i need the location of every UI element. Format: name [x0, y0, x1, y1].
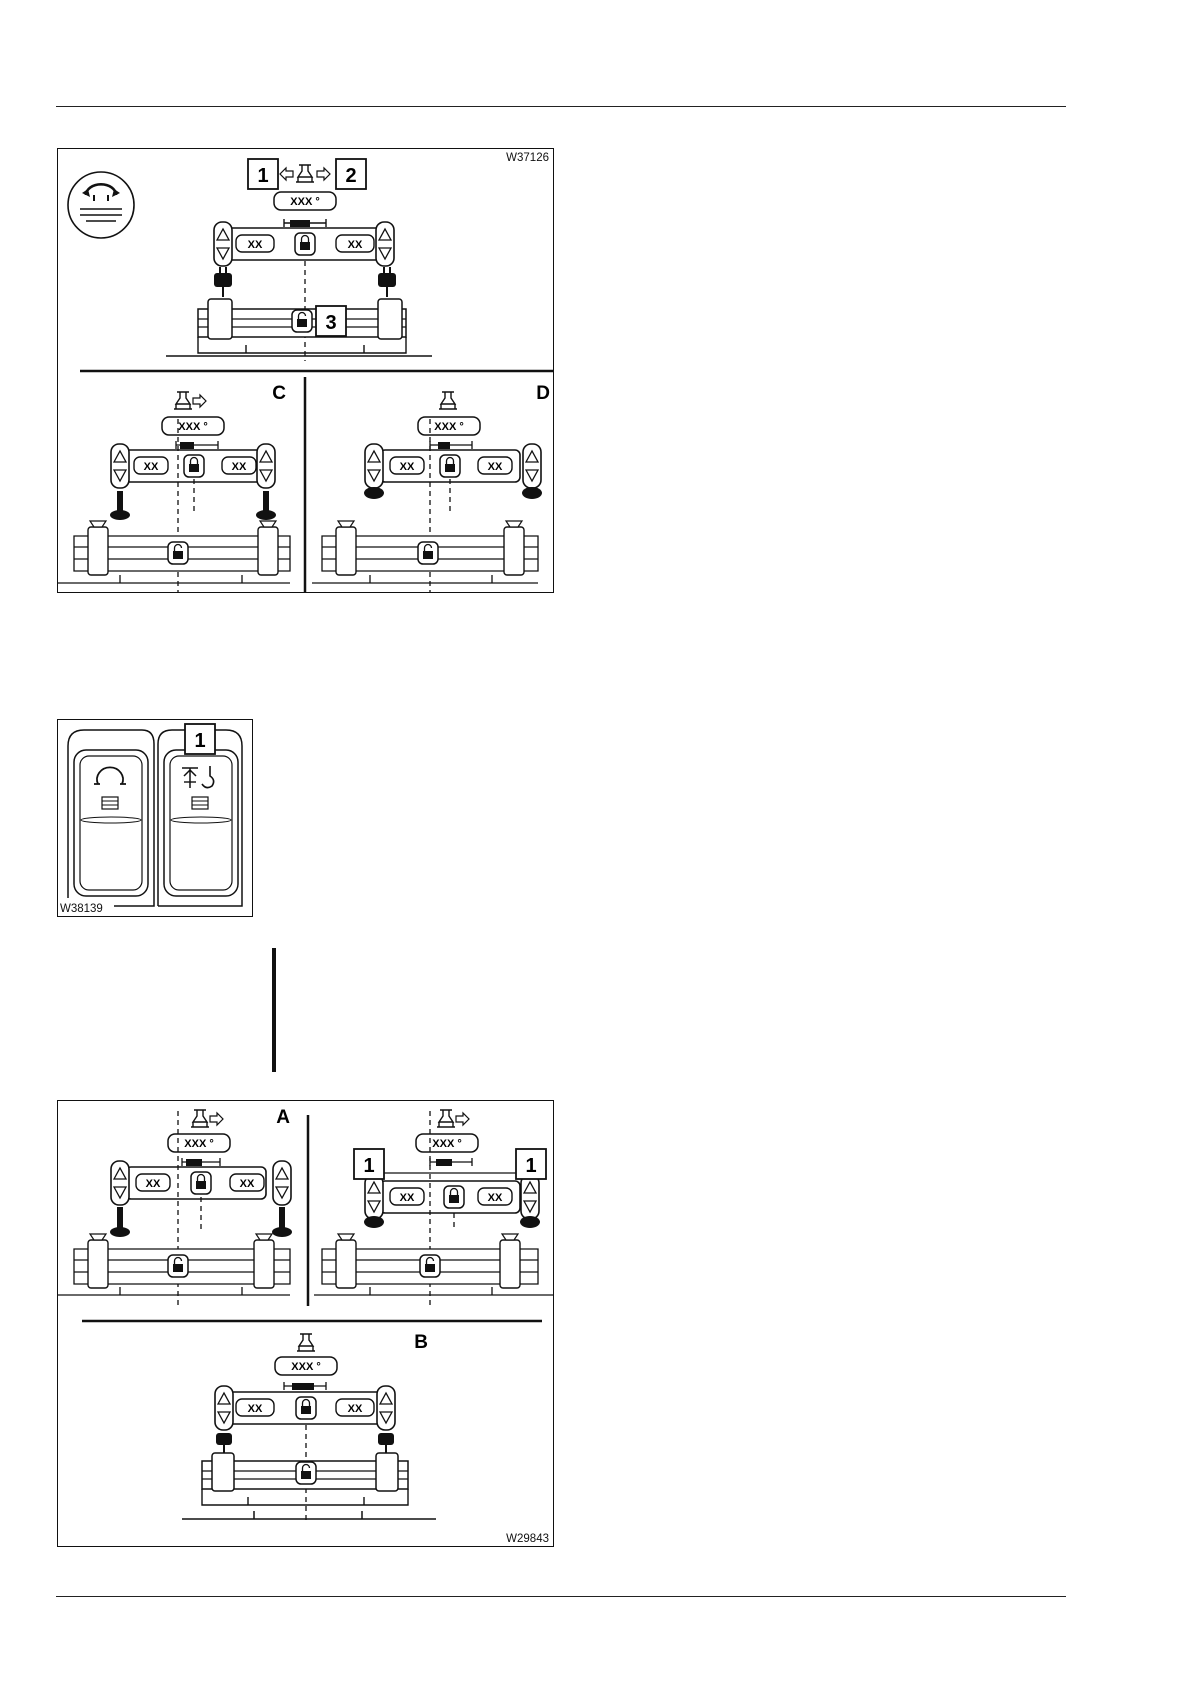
arrow-left-icon: [280, 168, 293, 180]
svg-text:XX: XX: [248, 1403, 263, 1415]
svg-text:D: D: [536, 383, 550, 404]
unlock-icon: [292, 310, 312, 332]
hoist-button[interactable]: [164, 750, 238, 896]
lock-icon: [295, 233, 315, 255]
svg-text:XX: XX: [488, 461, 503, 473]
list-icon: [192, 797, 208, 809]
crane-hook-icon: [174, 392, 192, 409]
panel-a: A XXX ° XX XX: [58, 1107, 292, 1307]
svg-text:C: C: [272, 383, 286, 404]
callout-1: 1: [248, 159, 278, 189]
svg-text:XX: XX: [400, 461, 415, 473]
figure-code: W38139: [60, 903, 103, 915]
figure-code: W37126: [506, 152, 549, 164]
slewing-angle-field: XXX °: [274, 192, 336, 210]
svg-text:XXX °: XXX °: [178, 421, 207, 433]
svg-text:XX: XX: [488, 1192, 503, 1204]
figure-control-buttons: 1 W38139: [57, 719, 253, 917]
svg-text:XXX °: XXX °: [290, 196, 319, 208]
callout-2: 2: [336, 159, 366, 189]
figure-control-buttons-drawing: 1: [58, 720, 252, 916]
svg-text:XX: XX: [144, 461, 159, 473]
slewing-gear-icon: [68, 172, 134, 238]
figure-slewing-sequence: A XXX ° XX XX: [57, 1100, 554, 1547]
svg-text:XX: XX: [232, 461, 247, 473]
figure-code: W29843: [506, 1533, 549, 1545]
svg-text:XXX °: XXX °: [432, 1138, 461, 1150]
svg-text:B: B: [414, 1332, 428, 1353]
crane-hook-icon: [297, 1334, 315, 1351]
svg-text:XXX °: XXX °: [184, 1138, 213, 1150]
change-bar: [272, 948, 276, 1072]
crane-hook-icon: [439, 392, 457, 409]
svg-text:A: A: [276, 1107, 290, 1128]
svg-text:3: 3: [325, 312, 336, 334]
svg-text:XXX °: XXX °: [434, 421, 463, 433]
arrow-right-icon: [317, 168, 330, 180]
up-down-arrows-icon: [376, 222, 394, 266]
crane-hook-icon: [296, 165, 314, 182]
list-icon: [102, 797, 118, 809]
svg-text:XX: XX: [400, 1192, 415, 1204]
svg-text:XX: XX: [348, 1403, 363, 1415]
panel-c: C XXX ° XX XX: [58, 383, 290, 592]
footer-rule: [56, 1596, 1066, 1597]
callout-3: 3: [316, 306, 346, 336]
panel-d: D XXX ° XX XX: [312, 383, 550, 592]
crane-hook-icon: [191, 1110, 209, 1127]
svg-text:1: 1: [525, 1155, 536, 1177]
figure-slewing-display: 1 2 XXX ° XX XX: [57, 148, 554, 593]
svg-text:XX: XX: [240, 1178, 255, 1190]
value-field-left: XX: [236, 235, 274, 252]
svg-text:2: 2: [345, 165, 356, 187]
header-rule: [56, 106, 1066, 107]
svg-text:XXX °: XXX °: [291, 1361, 320, 1373]
svg-text:XX: XX: [348, 239, 363, 251]
up-down-arrows-icon: [111, 1161, 129, 1205]
svg-text:1: 1: [194, 730, 205, 752]
svg-text:XX: XX: [248, 239, 263, 251]
svg-text:XX: XX: [146, 1178, 161, 1190]
svg-text:1: 1: [363, 1155, 374, 1177]
crane-hook-icon: [437, 1110, 455, 1127]
panel-a-right: XXX ° XX XX 1: [314, 1110, 553, 1307]
up-down-arrows-icon: [273, 1161, 291, 1205]
figure-slewing-display-drawing: 1 2 XXX ° XX XX: [58, 149, 553, 592]
arrow-right-icon: [210, 1113, 223, 1125]
arrow-right-icon: [456, 1113, 469, 1125]
arrow-right-icon: [193, 395, 206, 407]
callout-1-right: 1: [516, 1149, 546, 1179]
value-field-right: XX: [336, 235, 374, 252]
svg-text:1: 1: [257, 165, 268, 187]
figure-slewing-sequence-drawing: A XXX ° XX XX: [58, 1101, 553, 1546]
slewing-button[interactable]: [74, 750, 148, 896]
lock-icon: [191, 1172, 211, 1194]
callout-1: 1: [185, 724, 215, 754]
panel-b: B XXX ° XX XX: [182, 1332, 436, 1521]
up-down-arrows-icon: [214, 222, 232, 266]
callout-1-left: 1: [354, 1149, 384, 1179]
